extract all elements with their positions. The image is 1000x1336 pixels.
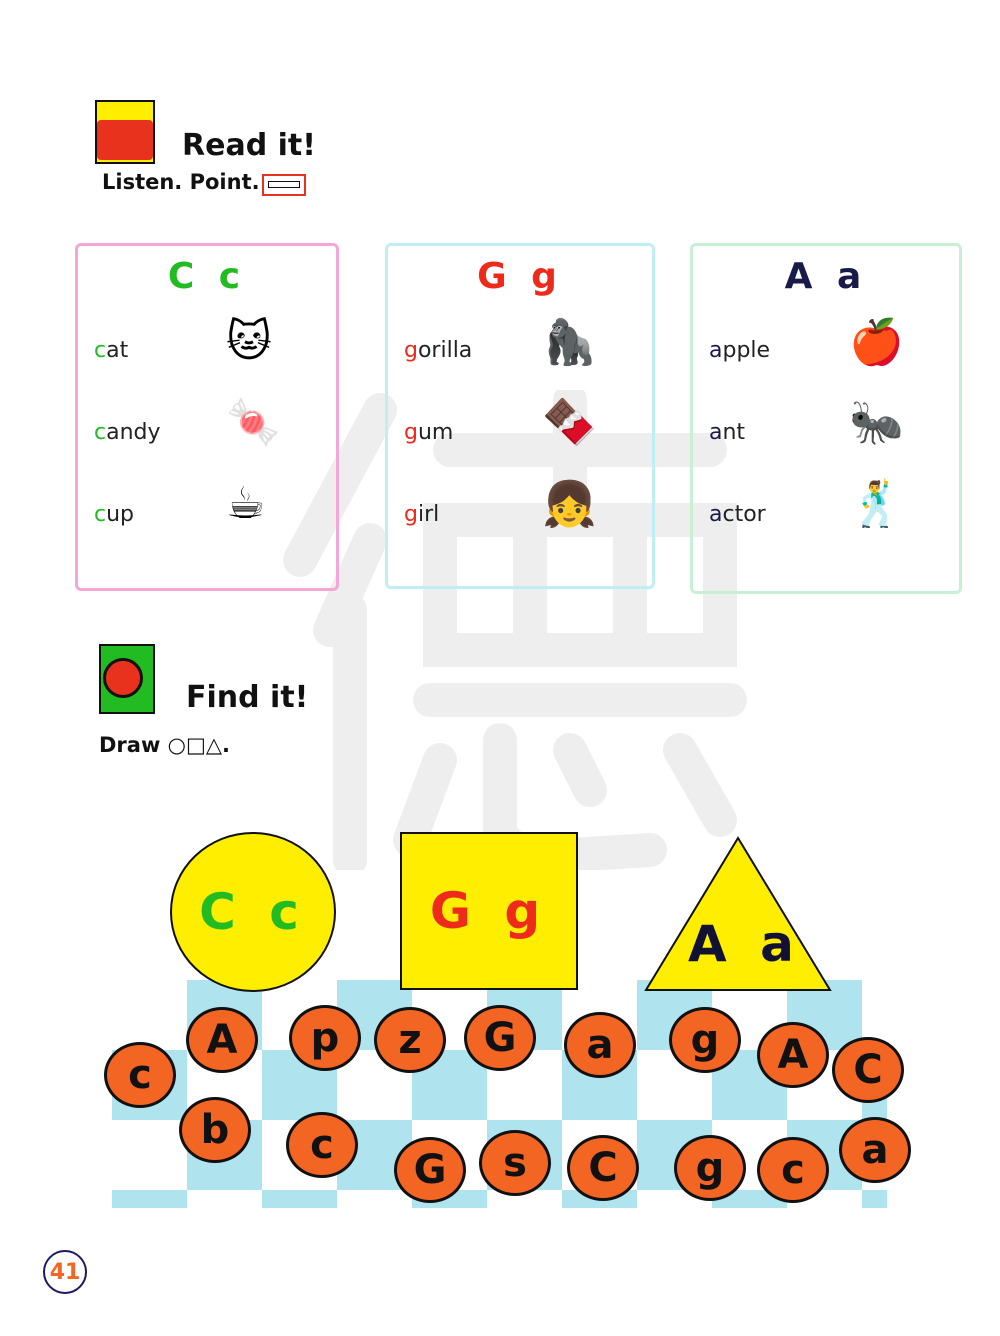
word-rest: ctor <box>722 502 766 527</box>
apple-picture-icon: 🍎 <box>849 317 904 368</box>
word-gum[interactable]: gum <box>404 420 453 445</box>
initial-letter: c <box>94 420 107 445</box>
word-rest: at <box>106 338 129 363</box>
word-cat[interactable]: cat <box>94 338 128 363</box>
ant-letter-ball[interactable]: c <box>286 1112 358 1178</box>
ant-letter-ball[interactable]: s <box>479 1130 551 1196</box>
ant-letter-ball[interactable]: z <box>374 1007 446 1073</box>
initial-letter: c <box>94 502 107 527</box>
word-cup[interactable]: cup <box>94 502 134 527</box>
word-rest: irl <box>417 502 440 527</box>
word-rest: um <box>417 420 454 445</box>
card-title: A a <box>784 256 868 297</box>
ant-letter-ball[interactable]: c <box>104 1042 176 1108</box>
watermark-glyph <box>283 390 747 870</box>
initial-letter: a <box>709 338 723 363</box>
word-actor[interactable]: actor <box>709 502 766 527</box>
circle-letters: C c <box>199 883 307 941</box>
initial-letter: g <box>404 338 418 363</box>
word-candy[interactable]: candy <box>94 420 161 445</box>
ant-picture-icon: 🐜 <box>849 397 904 448</box>
find-it-instruction: Draw ○□△. <box>99 733 230 757</box>
ant-letter-ball[interactable]: g <box>669 1007 741 1073</box>
initial-letter: a <box>709 502 723 527</box>
square-letters: G g <box>429 882 549 940</box>
triangle-shape[interactable] <box>642 834 834 994</box>
magnifier-icon <box>99 644 155 714</box>
ant-letter-ball[interactable]: a <box>564 1012 636 1078</box>
word-rest: orilla <box>417 338 473 363</box>
ant-letter-ball[interactable]: A <box>186 1007 258 1073</box>
word-rest: andy <box>106 420 161 445</box>
gum-picture-icon: 🍫 <box>542 397 597 448</box>
initial-letter: g <box>404 420 418 445</box>
ant-letter-ball[interactable]: A <box>757 1022 829 1088</box>
ant-letter-ball[interactable]: a <box>839 1117 911 1183</box>
word-ant[interactable]: ant <box>709 420 745 445</box>
square-shape[interactable]: G g <box>400 832 578 990</box>
ant-letter-ball[interactable]: C <box>567 1135 639 1201</box>
shape-symbols: ○□△. <box>167 733 230 757</box>
cup-picture-icon: ☕ <box>226 478 266 529</box>
ant-letter-ball[interactable]: b <box>179 1097 251 1163</box>
triangle-letters: A a <box>688 915 802 973</box>
circle-shape[interactable]: C c <box>170 832 336 992</box>
find-it-title: Find it! <box>186 680 309 715</box>
actor-picture-icon: 🕺 <box>849 479 904 530</box>
card-title: G g <box>477 256 563 297</box>
word-rest: pple <box>722 338 771 363</box>
gorilla-picture-icon: 🦍 <box>542 317 597 368</box>
ant-letter-ball[interactable]: p <box>289 1005 361 1071</box>
word-girl[interactable]: girl <box>404 502 439 527</box>
read-it-instruction: Listen. Point. <box>102 170 260 194</box>
candy-picture-icon: 🍬 <box>226 397 281 448</box>
page-number: 41 <box>43 1250 87 1294</box>
ant-letter-ball[interactable]: c <box>757 1137 829 1203</box>
initial-letter: a <box>709 420 723 445</box>
read-it-title: Read it! <box>182 128 316 163</box>
girl-picture-icon: 👧 <box>542 479 597 530</box>
card-title: C c <box>167 256 247 297</box>
initial-letter: g <box>404 502 418 527</box>
draw-label: Draw <box>99 733 161 757</box>
ant-letter-ball[interactable]: g <box>674 1135 746 1201</box>
word-apple[interactable]: apple <box>709 338 770 363</box>
initial-letter: c <box>94 338 107 363</box>
cassette-icon[interactable] <box>262 174 306 196</box>
cat-picture-icon: 🐱 <box>226 316 272 367</box>
word-rest: nt <box>722 420 746 445</box>
ant-letter-ball[interactable]: G <box>394 1137 466 1203</box>
word-gorilla[interactable]: gorilla <box>404 338 472 363</box>
ant-letter-ball[interactable]: G <box>464 1005 536 1071</box>
page-number-text: 41 <box>49 1259 81 1285</box>
reading-book-icon <box>95 100 155 164</box>
word-rest: up <box>106 502 135 527</box>
ant-letter-ball[interactable]: C <box>832 1037 904 1103</box>
